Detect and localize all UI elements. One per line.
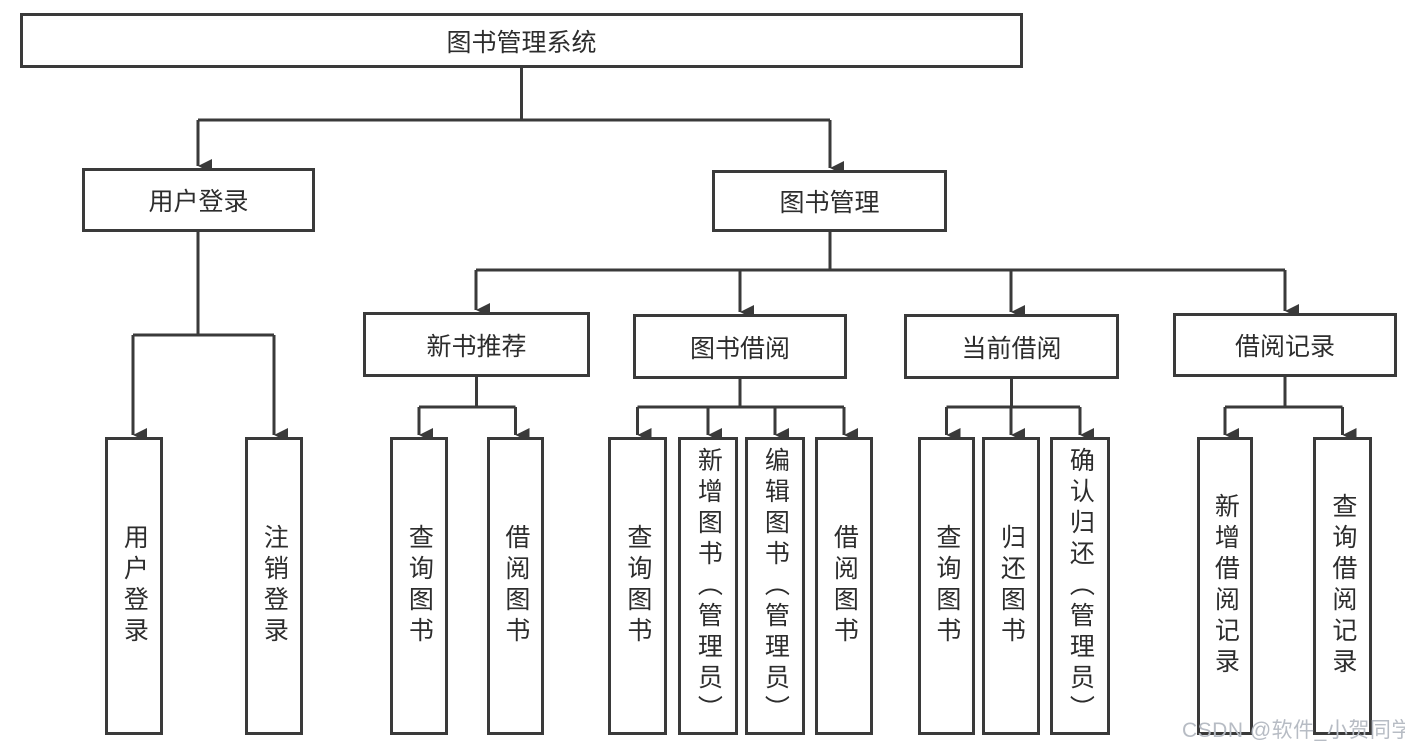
leaf-user-login-label: 用户登录	[120, 524, 149, 648]
leaf-bb-add-books: 新增图书（管理员）	[678, 437, 738, 735]
node-borrow-records: 借阅记录	[1173, 313, 1397, 377]
leaf-nbr-borrow-books: 借阅图书	[487, 437, 544, 735]
leaf-bb-add-books-label: 新增图书（管理员）	[694, 446, 723, 726]
leaf-bb-edit-books-label: 编辑图书（管理员）	[761, 446, 790, 726]
wire-book-borrow-bus	[637, 379, 844, 409]
node-new-book-rec: 新书推荐	[363, 312, 590, 377]
leaf-br-query-record-label: 查询借阅记录	[1328, 493, 1357, 679]
wire-new-book-rec-bus	[419, 377, 516, 409]
wire-borrow-records-bus	[1225, 377, 1343, 409]
leaf-cb-query-books-label: 查询图书	[932, 524, 961, 648]
node-book-borrow: 图书借阅	[633, 314, 847, 379]
leaf-bb-edit-books: 编辑图书（管理员）	[745, 437, 805, 735]
leaf-cb-confirm-return-label: 确认归还（管理员）	[1066, 446, 1095, 726]
leaf-nbr-borrow-books-label: 借阅图书	[501, 524, 530, 648]
leaf-bb-query-books-label: 查询图书	[623, 524, 652, 648]
leaf-br-add-record-label: 新增借阅记录	[1211, 493, 1240, 679]
node-user-login: 用户登录	[82, 168, 315, 232]
leaf-bb-borrow-books: 借阅图书	[815, 437, 873, 735]
leaf-br-query-record: 查询借阅记录	[1313, 437, 1372, 735]
wire-book-mgmt-bus	[476, 232, 1285, 272]
leaf-user-login: 用户登录	[105, 437, 163, 735]
node-current-borrow: 当前借阅	[904, 314, 1119, 379]
node-book-mgmt: 图书管理	[712, 170, 947, 232]
wire-user-login-bus	[133, 232, 274, 337]
leaf-cb-return-books: 归还图书	[982, 437, 1040, 735]
leaf-logout: 注销登录	[245, 437, 303, 735]
leaf-logout-label: 注销登录	[260, 524, 289, 648]
leaf-bb-query-books: 查询图书	[608, 437, 667, 735]
leaf-cb-return-books-label: 归还图书	[997, 524, 1026, 648]
leaf-bb-borrow-books-label: 借阅图书	[830, 524, 859, 648]
leaf-cb-confirm-return: 确认归还（管理员）	[1050, 437, 1110, 735]
csdn-watermark: CSDN @软件_小贺同学	[1182, 719, 1405, 742]
wire-current-borrow-bus	[946, 379, 1080, 409]
node-root: 图书管理系统	[20, 13, 1023, 68]
leaf-cb-query-books: 查询图书	[918, 437, 975, 735]
leaf-nbr-query-books-label: 查询图书	[405, 524, 434, 648]
leaf-br-add-record: 新增借阅记录	[1197, 437, 1253, 735]
wire-root-bus	[198, 66, 830, 122]
leaf-nbr-query-books: 查询图书	[390, 437, 448, 735]
